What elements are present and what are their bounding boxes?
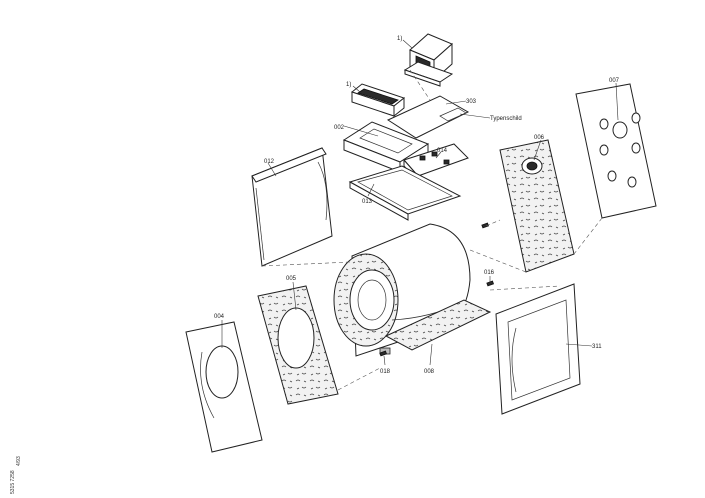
label-018: 018 bbox=[380, 369, 391, 375]
label-typenschild: Typenschild bbox=[490, 116, 522, 122]
part-311-door bbox=[495, 283, 581, 415]
part-control-module bbox=[350, 83, 406, 118]
margin-code: 4/93 5315 7258 bbox=[10, 456, 22, 494]
leader-lines bbox=[221, 39, 619, 366]
part-016-bolt bbox=[481, 222, 495, 287]
part-006-rear-panel bbox=[499, 139, 575, 273]
label-007: 007 bbox=[609, 78, 620, 84]
part-004-front-cover bbox=[185, 321, 263, 453]
label-005: 005 bbox=[286, 276, 297, 282]
part-central-drum bbox=[333, 223, 492, 357]
part-012-left-panel bbox=[251, 147, 333, 267]
label-002: 002 bbox=[334, 125, 345, 131]
label-311: 311 bbox=[592, 344, 602, 350]
label-012: 012 bbox=[264, 159, 275, 165]
margin-code-number: 4/93 bbox=[16, 456, 22, 466]
label-016: 016 bbox=[484, 270, 495, 276]
label-1-control: 1) bbox=[346, 82, 351, 88]
label-013: 013 bbox=[362, 199, 373, 205]
label-006: 006 bbox=[534, 135, 545, 141]
part-labels: 1) 1) 303 Typenschild 002 014 012 013 00… bbox=[214, 36, 620, 375]
part-top-unit bbox=[403, 33, 454, 87]
assembly-guide-lines bbox=[261, 217, 603, 391]
label-008: 008 bbox=[424, 369, 435, 375]
label-303: 303 bbox=[466, 99, 477, 105]
label-014: 014 bbox=[437, 148, 448, 154]
part-303-plate bbox=[386, 69, 470, 139]
part-007-back-plate bbox=[575, 83, 657, 219]
part-005-front-panel bbox=[257, 285, 339, 405]
margin-code-text: 5315 7258 bbox=[10, 470, 16, 494]
part-018-bolt bbox=[379, 350, 388, 357]
part-013-tray bbox=[348, 165, 462, 221]
label-004: 004 bbox=[214, 314, 225, 320]
label-1-top: 1) bbox=[397, 36, 402, 42]
